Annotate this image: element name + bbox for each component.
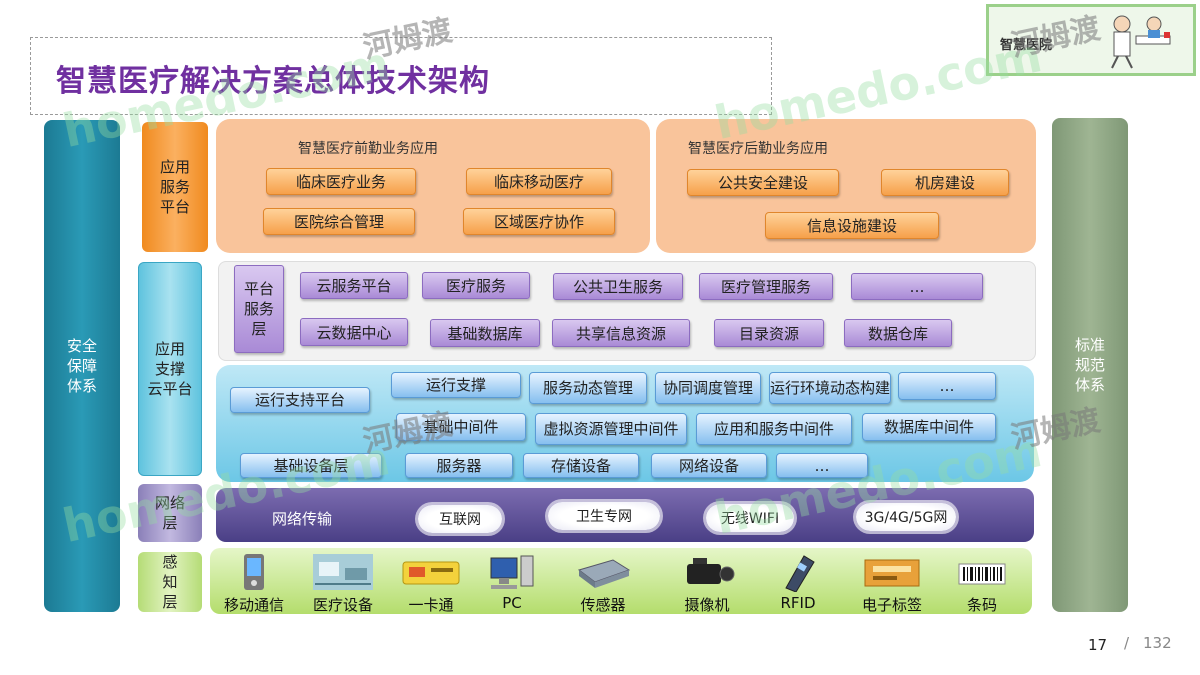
platform-item: 基础数据库: [430, 319, 540, 347]
platform-service-label: 平台 服务 层: [234, 265, 284, 353]
standards-system-bar: 标准 规范 体系: [1052, 118, 1128, 612]
mobile-phone-icon: [244, 554, 264, 590]
front-item: 医院综合管理: [263, 208, 415, 235]
platform-item: 公共卫生服务: [553, 273, 683, 300]
infrastructure-layer: 基础设备层: [240, 453, 382, 478]
title-frame: [30, 37, 772, 115]
cloud-item: 服务器: [405, 453, 513, 478]
security-system-bar: 安全 保障 体系: [44, 120, 120, 612]
front-business-title: 智慧医疗前勤业务应用: [298, 141, 438, 157]
back-item: 公共安全建设: [687, 169, 839, 196]
front-item: 临床医疗业务: [266, 168, 416, 195]
layer-label-network-text: 网络 层: [154, 494, 185, 532]
logo-text: 智慧医院: [1000, 38, 1053, 53]
device-sensor: 传感器: [568, 552, 638, 615]
platform-item: 目录资源: [714, 319, 824, 347]
platform-service-label-text: 平台 服务 层: [243, 280, 274, 338]
device-label: 摄像机: [684, 596, 730, 614]
page-separator: /: [1124, 634, 1130, 652]
doctor-illustration-icon: [1111, 15, 1171, 69]
layer-label-sense-text: 感 知 层: [162, 553, 178, 611]
device-label: 移动通信: [223, 596, 284, 614]
rfid-reader-icon: [785, 555, 815, 592]
page-number: 17: [1088, 636, 1108, 654]
cloud-item: 网络设备: [651, 453, 767, 478]
device-mobile: 移动通信: [217, 552, 291, 615]
page-title: 智慧医疗解决方案总体技术架构: [56, 64, 490, 99]
page-total: 132: [1143, 634, 1172, 652]
network-cloud: 卫生专网: [548, 502, 660, 530]
back-item: 机房建设: [881, 169, 1009, 196]
barcode-icon: [958, 563, 1006, 585]
layer-label-network: 网络 层: [138, 484, 202, 542]
layer-label-app-text: 应用 服务 平台: [159, 158, 190, 216]
card-icon: [402, 561, 460, 585]
standards-system-label: 标准 规范 体系: [1074, 336, 1105, 394]
cloud-item: 运行环境动态构建: [769, 372, 891, 404]
device-label: RFID: [780, 594, 816, 612]
device-etag: 电子标签: [852, 552, 932, 615]
runtime-support-platform: 运行支持平台: [230, 387, 370, 413]
platform-item: 医疗管理服务: [699, 273, 833, 300]
camera-icon: [687, 558, 735, 584]
platform-item: 云服务平台: [300, 272, 408, 299]
medical-device-icon: [313, 554, 373, 590]
cloud-item: 数据库中间件: [862, 413, 996, 441]
cloud-item: 存储设备: [523, 453, 639, 478]
sensor-icon: [577, 559, 631, 588]
device-rfid: RFID: [768, 552, 828, 612]
front-item: 临床移动医疗: [466, 168, 612, 195]
platform-item: …: [851, 273, 983, 300]
layer-label-sense: 感 知 层: [138, 552, 202, 612]
front-item: 区域医疗协作: [463, 208, 615, 235]
device-label: PC: [502, 594, 522, 612]
pc-icon: [490, 555, 534, 589]
platform-item: 共享信息资源: [552, 319, 690, 347]
cloud-item: 基础中间件: [396, 413, 526, 441]
cloud-item: 服务动态管理: [529, 372, 647, 404]
device-barcode: 条码: [954, 552, 1010, 615]
layer-label-app: 应用 服务 平台: [142, 122, 208, 252]
device-label: 条码: [966, 596, 997, 614]
device-medical: 医疗设备: [306, 552, 380, 615]
device-label: 电子标签: [861, 596, 922, 614]
network-cloud: 3G/4G/5G网: [856, 503, 956, 531]
back-business-title: 智慧医疗后勤业务应用: [688, 141, 828, 157]
cloud-item: 虚拟资源管理中间件: [535, 413, 687, 445]
platform-item: 云数据中心: [300, 318, 408, 346]
layer-label-support-text: 应用 支撑 云平台: [147, 340, 193, 398]
network-cloud: 互联网: [418, 505, 502, 533]
layer-label-support: 应用 支撑 云平台: [138, 262, 202, 476]
device-card: 一卡通: [396, 552, 466, 615]
cloud-item: …: [898, 372, 996, 400]
back-item: 信息设施建设: [765, 212, 939, 239]
network-transmission-label: 网络传输: [272, 510, 333, 528]
device-camera: 摄像机: [672, 552, 742, 615]
cloud-item: 运行支撑: [391, 372, 521, 398]
device-label: 一卡通: [408, 596, 454, 614]
cloud-item: 协同调度管理: [655, 372, 761, 404]
security-system-label: 安全 保障 体系: [66, 337, 97, 395]
cloud-item: …: [776, 453, 868, 478]
device-label: 传感器: [580, 596, 626, 614]
electronic-tag-icon: [864, 559, 920, 587]
cloud-item: 应用和服务中间件: [696, 413, 852, 445]
platform-item: 医疗服务: [422, 272, 530, 299]
network-cloud: 无线WIFI: [706, 504, 794, 532]
device-label: 医疗设备: [312, 596, 373, 614]
platform-item: 数据仓库: [844, 319, 952, 347]
device-pc: PC: [482, 552, 542, 612]
